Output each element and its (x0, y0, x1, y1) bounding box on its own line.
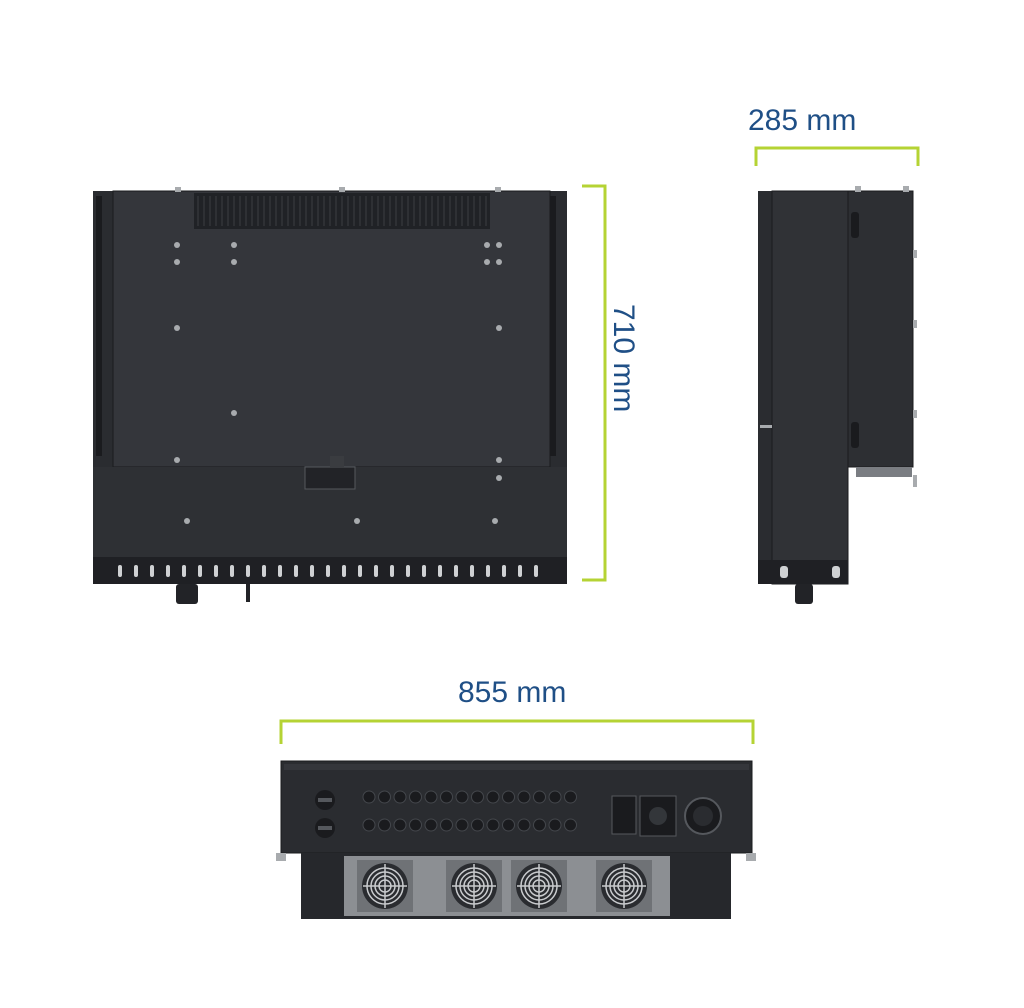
width-label: 855 mm (458, 676, 567, 709)
fan-icon (511, 860, 567, 912)
fan-icon (596, 860, 652, 912)
dimension-lines (279, 146, 920, 744)
inverter-side-view (758, 186, 917, 604)
inverter-rear-view (93, 187, 567, 604)
inverter-bottom-view (276, 760, 756, 919)
width-dimension-line (279, 719, 755, 744)
depth-label: 285 mm (748, 104, 857, 137)
height-dimension-line (582, 184, 607, 582)
fan-icon (446, 860, 502, 912)
fan-icon (357, 860, 413, 912)
depth-dimension-line (754, 146, 920, 166)
height-label: 710 mm (607, 304, 640, 413)
